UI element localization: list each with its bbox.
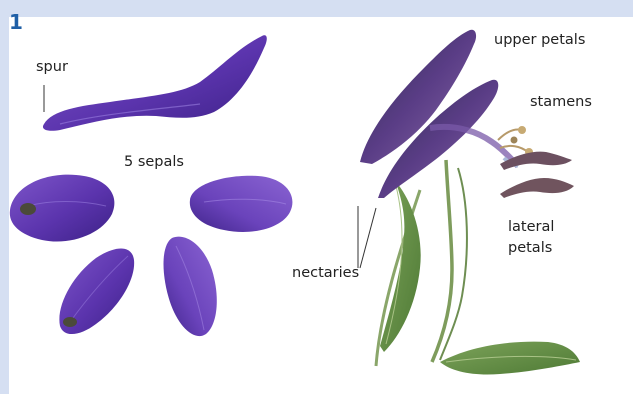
label-upper-petals: upper petals	[494, 33, 585, 48]
sepal-left	[10, 175, 115, 242]
label-lateral-petals: lateral petals	[508, 217, 554, 259]
sepal-right	[190, 176, 293, 232]
lateral-petals	[500, 152, 574, 198]
label-stamens: stamens	[530, 95, 592, 110]
label-5-sepals: 5 sepals	[124, 155, 184, 170]
sepal-bottom-right	[164, 237, 217, 336]
figure-number: 1	[9, 12, 23, 32]
spur-sepal	[43, 35, 267, 130]
label-spur: spur	[36, 60, 68, 75]
sepal-bottom-left	[59, 249, 134, 335]
label-nectaries: nectaries	[292, 266, 359, 281]
